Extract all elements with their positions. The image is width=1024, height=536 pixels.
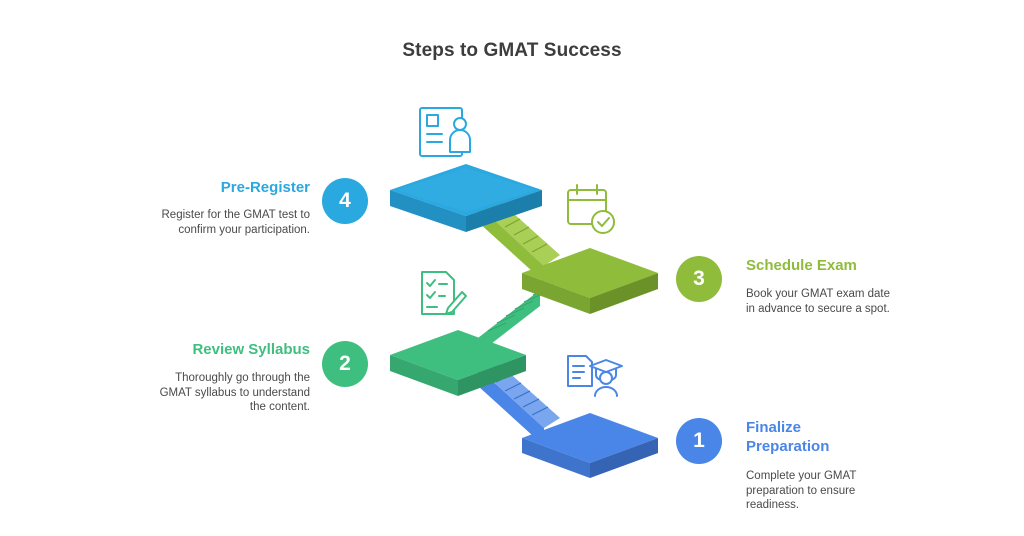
- platform-3: [522, 248, 658, 314]
- step-2-description: Thoroughly go through the GMAT syllabus …: [159, 372, 310, 413]
- step-1-description: Complete your GMAT preparation to ensure…: [746, 470, 857, 511]
- step-4-number-circle: 4: [322, 178, 368, 224]
- step-2-number-circle: 2: [322, 341, 368, 387]
- step-2-heading: Review Syllabus: [192, 341, 310, 358]
- step-3-heading: Schedule Exam: [746, 257, 857, 274]
- step-3-description: Book your GMAT exam date in advance to s…: [746, 288, 891, 315]
- platform-1: [522, 413, 658, 478]
- page-title: Steps to GMAT Success: [402, 40, 622, 61]
- calendar-check-icon: [567, 184, 615, 234]
- platform-2: [390, 330, 526, 396]
- step-4-heading: Pre-Register: [220, 179, 310, 196]
- student-document-icon: [567, 355, 623, 397]
- step-1-heading: Finalize Preparation: [746, 419, 830, 455]
- step-1-number-circle: 1: [676, 418, 722, 464]
- checklist-pen-icon: [421, 271, 467, 315]
- registration-form-icon: [419, 107, 471, 157]
- step-3-number-circle: 3: [676, 256, 722, 302]
- platform-4: [390, 164, 542, 232]
- step-4-description: Register for the GMAT test to confirm yo…: [161, 209, 311, 236]
